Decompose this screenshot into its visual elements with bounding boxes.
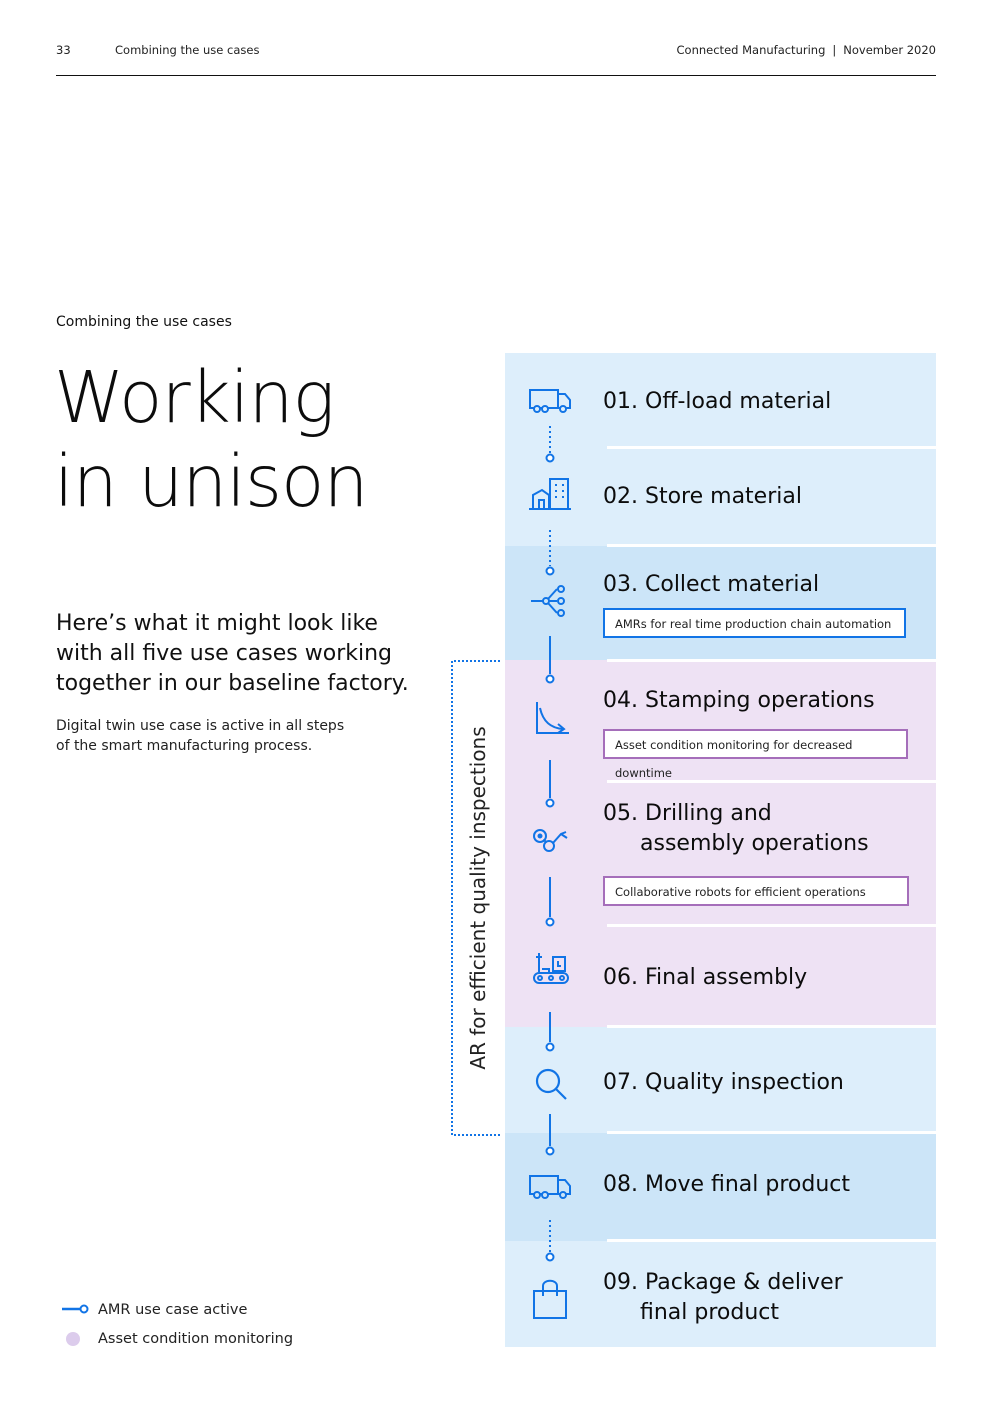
connector-node [545,917,555,927]
asset-legend-dot [66,1332,80,1346]
band-step-7 [505,1027,936,1133]
step-label: Final assembly [645,965,808,990]
connector-node [545,1252,555,1262]
step-label: Package & deliver [645,1270,843,1295]
truck-icon [527,378,573,424]
header-section: Combining the use cases [115,43,260,57]
title-line-1: Working [54,356,335,439]
header-date: November 2020 [843,43,936,57]
robot-arm-icon [527,816,573,862]
separator [607,446,936,449]
step-number: 05. [603,801,638,826]
step-number: 01. [603,389,638,414]
step-number: 09. [603,1270,638,1295]
ar-bracket [451,660,500,1136]
step-label-line-2: assembly operations [640,831,869,856]
separator [607,544,936,547]
lead-paragraph: Here’s what it might look like with all … [56,611,409,696]
step-number: 04. [603,688,638,713]
band-steps-4-6 [505,660,936,1027]
decline-curve-icon [527,696,573,742]
separator [607,924,936,927]
legend-markers [62,1304,89,1346]
step-06-title: 06. Final assembly [603,963,807,993]
band-step-8 [505,1133,936,1241]
step-label: Move final product [645,1172,850,1197]
connector-node [545,1042,555,1052]
network-nodes-icon [527,578,573,624]
truck-icon [527,1164,573,1210]
step-label: Store material [645,484,802,509]
step-number: 03. [603,572,638,597]
separator [607,1131,936,1134]
step-label: Quality inspection [645,1070,844,1095]
step-07-title: 07. Quality inspection [603,1068,844,1098]
amr-tag: AMRs for real time production chain auto… [603,608,906,638]
connector-node [545,453,555,463]
step-01-title: 01. Off-load material [603,387,831,417]
separator [607,659,936,662]
title-line-2: in unison [54,440,368,523]
step-label: Drilling and [645,801,772,826]
step-label-line-2: final product [640,1300,780,1325]
cobot-tag: Collaborative robots for efficient opera… [603,876,909,906]
step-04-title: 04. Stamping operations [603,686,875,716]
step-number: 07. [603,1070,638,1095]
separator [607,1239,936,1242]
separator [607,1025,936,1028]
band-step-9 [505,1241,936,1347]
step-09-title: 09. Package & deliver final product [603,1268,843,1328]
section-eyebrow: Combining the use cases [56,314,232,330]
magnifier-icon [527,1060,573,1106]
note-paragraph: Digital twin use case is active in all s… [56,718,345,754]
step-05-title: 05. Drilling and assembly operations [603,799,869,859]
amr-legend-node [79,1304,89,1314]
step-number: 08. [603,1172,638,1197]
step-number: 02. [603,484,638,509]
header-rule [56,75,936,76]
step-label: Collect material [645,572,820,597]
band-steps-1-2 [505,353,936,546]
warehouse-icon [527,473,573,519]
step-label: Off-load material [645,389,832,414]
connector-node [545,566,555,576]
connector-node [545,674,555,684]
step-03-title: 03. Collect material [603,570,819,600]
page-number: 33 [56,43,71,57]
connector-node [545,798,555,808]
header-separator: | [832,43,837,57]
shopping-bag-icon [527,1276,573,1322]
legend-amr-label: AMR use case active [98,1302,248,1318]
step-label: Stamping operations [645,688,875,713]
header-publication: Connected Manufacturing [676,43,826,57]
legend-asset-label: Asset condition monitoring [98,1331,294,1347]
separator [607,780,936,783]
asset-monitoring-tag: Asset condition monitoring for decreased… [603,729,908,780]
step-08-title: 08. Move final product [603,1170,850,1200]
step-number: 06. [603,965,638,990]
step-02-title: 02. Store material [603,482,802,512]
ar-label: AR for efficient quality inspections [466,726,490,1070]
connector-node [545,1146,555,1156]
conveyor-icon [527,945,573,991]
header-publication-info: Connected Manufacturing | November 2020 [677,43,936,57]
band-step-3 [505,546,936,660]
page-title: Working in unison [54,356,368,524]
